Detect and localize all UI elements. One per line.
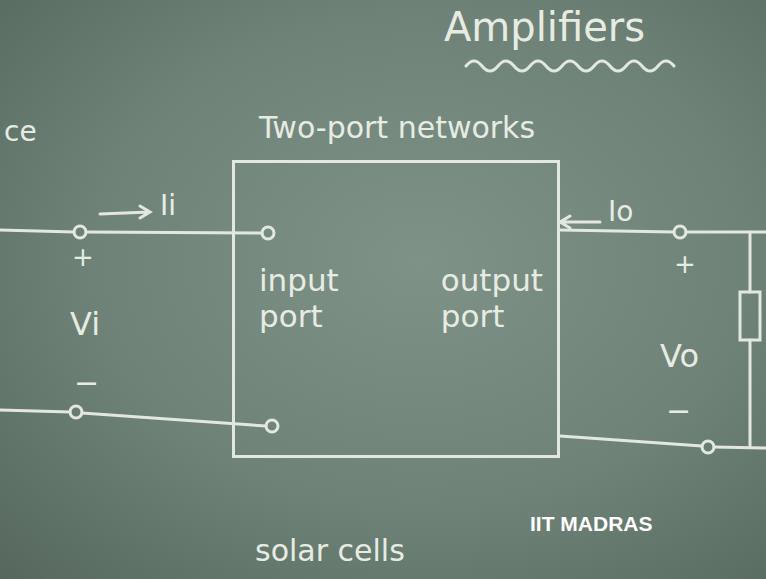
- terminal: [702, 441, 714, 453]
- current-arrow: [560, 216, 600, 228]
- watermark: IIT MADRAS: [530, 512, 653, 536]
- input-wire: [0, 410, 266, 426]
- voltage-label: Vo: [660, 338, 699, 375]
- input-wire: [0, 230, 262, 233]
- port-label: output port: [441, 263, 543, 334]
- wavy-underline: [466, 61, 674, 71]
- two-port-box: Two-port networksinput portoutput port: [232, 160, 560, 458]
- terminal: [70, 406, 82, 418]
- terminal: [74, 226, 86, 238]
- terminal: [266, 420, 278, 432]
- current-arrow: [100, 206, 150, 218]
- polarity-sign: −: [666, 394, 691, 429]
- current-label: Io: [608, 196, 633, 228]
- output-wire: [560, 436, 766, 448]
- polarity-sign: +: [674, 250, 696, 280]
- port-label: input port: [259, 263, 339, 334]
- heading: Amplifiers: [444, 4, 645, 50]
- voltage-label: Vi: [70, 306, 100, 343]
- output-wire: [560, 230, 766, 232]
- cut-text: ce: [4, 116, 37, 148]
- polarity-sign: −: [74, 366, 99, 401]
- terminal: [674, 226, 686, 238]
- current-label: Ii: [160, 190, 176, 222]
- resistor-symbol: [740, 292, 760, 340]
- network-heading: Two-port networks: [259, 111, 535, 146]
- terminal: [262, 227, 274, 239]
- polarity-sign: +: [72, 243, 94, 273]
- note: solar cells: [255, 534, 405, 569]
